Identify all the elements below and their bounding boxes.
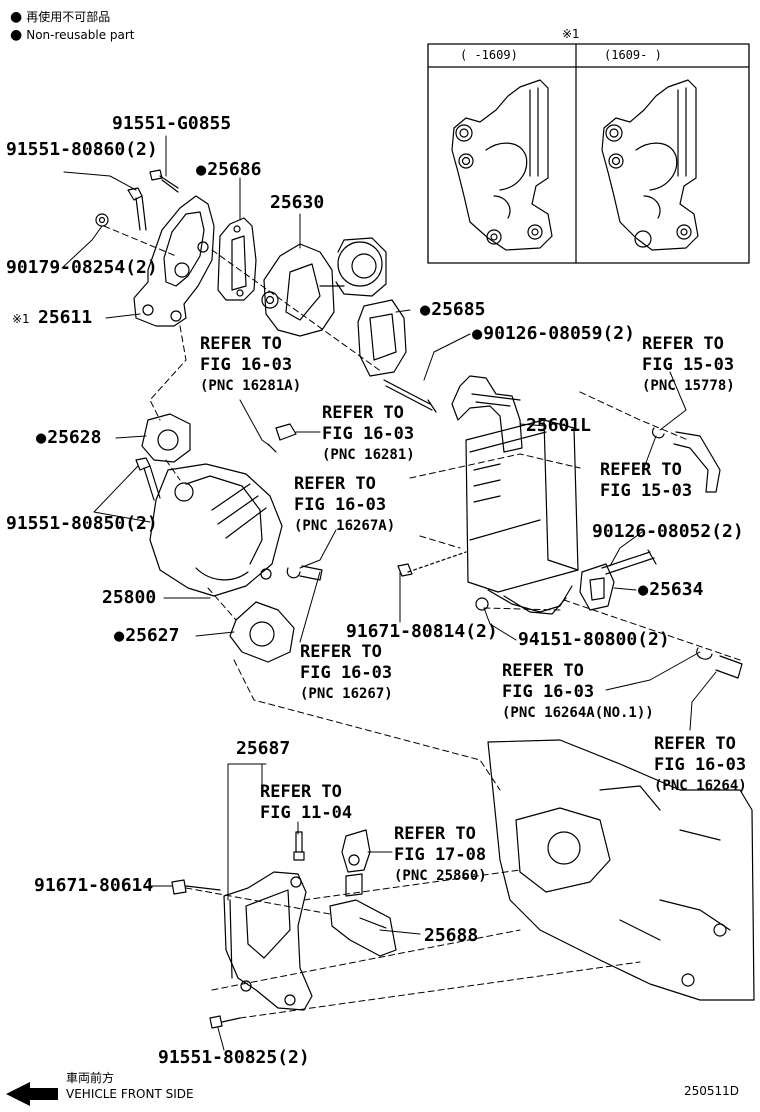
part-label-25688[interactable]: 25688 [424,925,479,946]
inset-col-right: (1609- ) [604,48,662,62]
bolt-80614-shape [171,879,221,895]
stud-shape [383,379,437,413]
part-25611-shape [133,195,215,327]
hose-16-03 [715,655,743,679]
hose-15-03 [673,431,721,493]
refer-to-15-03-15778[interactable]: REFER TO FIG 15-03 (PNC 15778) [642,334,735,394]
part-label-25627[interactable]: 25627 [114,626,179,646]
inset-box [427,43,750,264]
np-dot-icon [10,10,26,24]
vehicle-front-arrow [6,1082,58,1106]
refer-to-16-03-16281a[interactable]: REFER TO FIG 16-03 (PNC 16281A) [200,334,302,394]
gasket-25634-shape [579,563,615,611]
bolt-bracket-top [293,831,305,861]
part-label-25611[interactable]: 25611 [38,307,93,328]
legend-item-jp: 再使用不可部品 [10,8,135,26]
bracket-25687-shape [223,871,313,1011]
part-label-90126-08059[interactable]: 90126-08059(2) [472,324,635,344]
figure-id: 250511D [684,1084,740,1098]
part-label-91551-g0855[interactable]: 91551-G0855 [112,113,232,134]
inset-col-left: ( -1609) [460,48,518,62]
refer-to-16-03-16267[interactable]: REFER TO FIG 16-03 (PNC 16267) [300,642,393,702]
part-label-25628[interactable]: 25628 [36,428,101,448]
refer-to-15-03[interactable]: REFER TO FIG 15-03 [600,460,693,501]
bracket-25688-shape [329,899,397,957]
gasket-25686-shape [217,217,257,301]
sensor-shape [341,829,371,897]
engine-block-shape [487,739,755,1001]
part-label-25686[interactable]: 25686 [196,160,261,180]
part-label-90179-08254[interactable]: 90179-08254(2) [6,257,158,278]
legend: 再使用不可部品 Non-reusable part [10,8,135,44]
stud-08052-shape [601,549,657,575]
refer-to-16-03-16267a[interactable]: REFER TO FIG 16-03 (PNC 16267A) [294,474,396,534]
bolt-80825-shape [209,1015,241,1029]
refer-to-11-04[interactable]: REFER TO FIG 11-04 [260,782,353,823]
part-label-91551-80850[interactable]: 91551-80850(2) [6,513,158,534]
gasket-25628-shape [141,413,191,463]
inset-marker: ※1 [562,27,580,41]
refer-to-17-08-25860[interactable]: REFER TO FIG 17-08 (PNC 25860) [394,824,487,884]
part-label-91551-80860[interactable]: 91551-80860(2) [6,139,158,160]
part-label-25800[interactable]: 25800 [102,587,157,608]
refer-to-16-03-16281[interactable]: REFER TO FIG 16-03 (PNC 16281) [322,403,415,463]
hose-clamp-a [275,423,297,441]
inset-ref-mark: ※1 [12,312,30,326]
egr-valve-25630-shape [261,237,387,337]
bolt-80814-axis [407,551,467,573]
hose-clamp-c [286,565,323,581]
part-label-94151-80800[interactable]: 94151-80800(2) [518,629,670,650]
hose-clamp-e [696,647,713,660]
vehicle-front-label: 車両前方 VEHICLE FRONT SIDE [66,1071,194,1101]
part-label-25601l[interactable]: 25601L [526,415,592,436]
manifold-25800-shape [149,463,283,597]
gasket-25627-shape [229,601,295,663]
gasket-25685-shape [357,299,407,377]
part-label-25630[interactable]: 25630 [270,192,325,213]
part-label-25634[interactable]: 25634 [638,580,703,600]
bolts-upper-left [95,169,179,231]
bolt-80850-shape [135,457,161,501]
refer-to-16-03-16264a[interactable]: REFER TO FIG 16-03 (PNC 16264A(NO.1)) [502,661,654,721]
part-label-91551-80825[interactable]: 91551-80825(2) [158,1047,310,1068]
part-label-25685[interactable]: 25685 [420,300,485,320]
part-label-91671-80614[interactable]: 91671-80614 [34,875,154,896]
refer-to-16-03-16264[interactable]: REFER TO FIG 16-03 (PNC 16264) [654,734,747,794]
part-label-25687[interactable]: 25687 [236,738,291,759]
part-label-90126-08052[interactable]: 90126-08052(2) [592,521,744,542]
bolt-80814-shape [397,563,413,577]
legend-item-en: Non-reusable part [10,26,135,44]
egr-cooler-25601L-shape [451,375,579,615]
part-label-91671-80814[interactable]: 91671-80814(2) [346,621,498,642]
np-dot-icon [10,28,26,42]
